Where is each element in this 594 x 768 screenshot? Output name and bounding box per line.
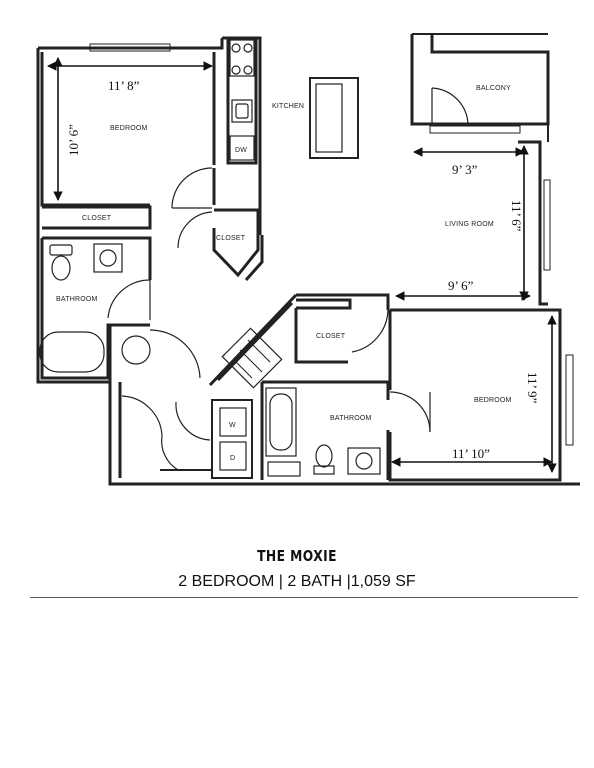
appliance-label-dryer: D	[230, 455, 235, 462]
kitchen-fixtures	[229, 39, 359, 161]
dimension-lines	[47, 57, 557, 473]
windows	[89, 43, 574, 446]
dimension-living-lower-width: 9’ 6”	[448, 278, 474, 293]
room-label-kitchen: KITCHEN	[272, 103, 304, 110]
room-label-bathroom-1: BATHROOM	[56, 296, 98, 303]
dimension-living-depth: 11’ 6”	[509, 200, 524, 232]
plan-name: THE MOXIE	[257, 547, 337, 565]
room-label-closet-3: CLOSET	[316, 333, 346, 340]
room-label-closet-2: CLOSET	[216, 235, 246, 242]
plan-summary: 2 BEDROOM | 2 BATH |1,059 SF	[178, 573, 416, 590]
room-label-living-room: LIVING ROOM	[445, 221, 494, 228]
room-label-bedroom-1: BEDROOM	[110, 125, 148, 132]
appliance-label-washer: W	[229, 422, 236, 429]
room-label-bathroom-2: BATHROOM	[330, 415, 372, 422]
dimension-living-upper-width: 9’ 3”	[452, 162, 478, 177]
divider	[30, 597, 578, 598]
room-label-closet-1: CLOSET	[82, 215, 112, 222]
appliance-label-dishwasher: DW	[235, 147, 247, 154]
room-label-balcony: BALCONY	[476, 85, 511, 92]
bathroom-fixtures	[39, 243, 381, 477]
walls	[36, 33, 580, 486]
door-swings	[107, 87, 469, 471]
dimension-bedroom-1-width: 11’ 8”	[108, 78, 140, 93]
room-label-bedroom-2: BEDROOM	[474, 397, 512, 404]
dimension-bedroom-1-depth: 10’ 6”	[66, 124, 81, 156]
dimension-bedroom-2-width: 11’ 10”	[452, 446, 490, 461]
dimension-bedroom-2-depth: 11’ 9”	[525, 372, 540, 404]
